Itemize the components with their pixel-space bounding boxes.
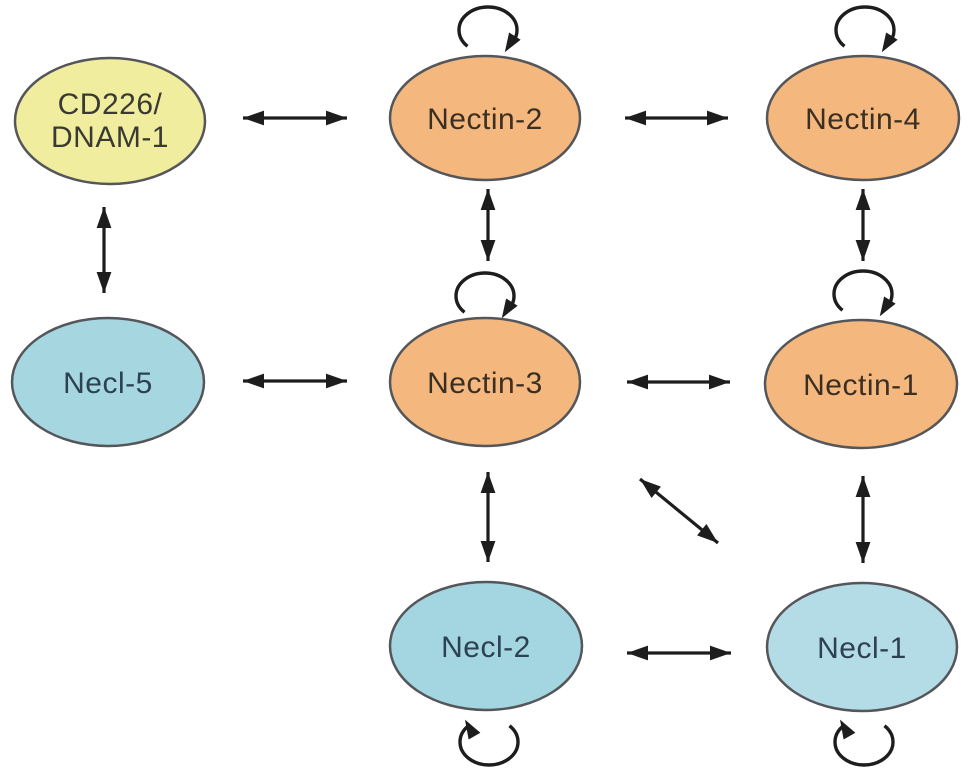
arrowhead-icon — [625, 110, 646, 126]
node-nectin-1: Nectin-1 — [763, 318, 959, 450]
node-label-necl-2: Necl-2 — [441, 631, 531, 664]
node-label-line: Nectin-4 — [805, 103, 921, 136]
arrowhead-icon — [326, 373, 347, 389]
node-label-nectin-1: Nectin-1 — [803, 369, 919, 402]
arrowhead-icon — [855, 189, 871, 210]
node-label-necl-1: Necl-1 — [817, 632, 907, 665]
arrow-nectin-3-necl-2 — [480, 472, 496, 562]
arrow-necl-2-necl-1 — [627, 645, 731, 661]
arrowhead-icon — [855, 240, 871, 261]
arrowhead-icon — [480, 472, 496, 493]
self-loop-arc — [457, 5, 519, 48]
self-loop-nectin-1 — [832, 269, 896, 317]
arrow-nectin-4-nectin-1 — [855, 189, 871, 261]
arrow-nectin-2-nectin-3 — [480, 189, 496, 261]
arrowhead-icon — [627, 645, 648, 661]
node-label-nectin-3: Nectin-3 — [427, 367, 543, 400]
arrowhead-icon — [709, 374, 730, 390]
node-label-line: Necl-5 — [63, 367, 153, 400]
node-ellipse-nectin-1 — [763, 318, 959, 450]
node-necl-5: Necl-5 — [10, 316, 206, 448]
node-ellipse-necl-1 — [765, 581, 959, 713]
node-ellipse-nectin-2 — [388, 54, 582, 182]
arrowhead-icon — [839, 719, 856, 740]
self-loop-arc — [834, 5, 896, 48]
node-label-line: Nectin-2 — [427, 103, 543, 136]
self-loop-nectin-4 — [834, 5, 898, 53]
arrow-nectin-1-necl-1 — [855, 476, 871, 563]
arrowhead-icon — [697, 523, 718, 543]
arrowhead-icon — [881, 32, 898, 53]
arrowhead-icon — [96, 207, 112, 228]
node-cd226-dnam1: CD226/DNAM-1 — [13, 56, 207, 186]
self-loop-nectin-3 — [454, 271, 518, 319]
node-nectin-3: Nectin-3 — [388, 316, 582, 448]
arrowhead-icon — [480, 189, 496, 210]
arrowhead-icon — [464, 719, 481, 740]
node-ellipse-cd226-dnam1 — [13, 56, 207, 186]
node-nectin-2: Nectin-2 — [388, 54, 582, 182]
arrowhead-icon — [501, 298, 518, 319]
node-ellipse-nectin-3 — [388, 316, 582, 448]
self-loop-necl-2 — [458, 719, 520, 767]
arrowhead-icon — [640, 479, 661, 499]
arrow-necl-5-nectin-3 — [243, 373, 347, 389]
node-label-line: Nectin-1 — [803, 369, 919, 402]
arrowhead-icon — [96, 272, 112, 293]
arrow-nectin-3-nectin-1 — [627, 374, 730, 390]
node-necl-2: Necl-2 — [388, 580, 584, 712]
self-loop-arc — [454, 271, 516, 314]
arrowhead-icon — [707, 110, 728, 126]
node-ellipse-necl-2 — [388, 580, 584, 712]
node-label-nectin-4: Nectin-4 — [805, 103, 921, 136]
arrowhead-icon — [480, 240, 496, 261]
arrow-nectin-3-necl-1 — [638, 477, 720, 545]
arrow-cd226-dnam1-nectin-2 — [243, 110, 347, 126]
node-ellipse-necl-5 — [10, 316, 206, 448]
arrowhead-icon — [710, 645, 731, 661]
arrowhead-icon — [326, 110, 347, 126]
self-loop-nectin-2 — [457, 5, 521, 53]
arrowhead-icon — [879, 296, 896, 317]
self-loop-arc — [833, 724, 895, 767]
node-label-line: Necl-1 — [817, 632, 907, 665]
arrowhead-icon — [855, 476, 871, 497]
self-loop-arc — [458, 724, 520, 767]
node-necl-1: Necl-1 — [765, 581, 959, 713]
arrow-nectin-2-nectin-4 — [625, 110, 728, 126]
node-nectin-4: Nectin-4 — [765, 54, 961, 182]
node-label-line: CD226/ — [58, 88, 163, 121]
arrowhead-icon — [627, 374, 648, 390]
self-loop-arc — [832, 269, 894, 312]
node-label-line: Nectin-3 — [427, 367, 543, 400]
arrowhead-icon — [480, 541, 496, 562]
node-label-nectin-2: Nectin-2 — [427, 103, 543, 136]
arrowhead-icon — [243, 373, 264, 389]
arrowhead-icon — [243, 110, 264, 126]
node-ellipse-nectin-4 — [765, 54, 961, 182]
node-label-cd226-dnam1: CD226/DNAM-1 — [51, 88, 169, 154]
node-label-line: Necl-2 — [441, 631, 531, 664]
self-loop-necl-1 — [833, 719, 895, 767]
arrowhead-icon — [855, 542, 871, 563]
node-label-line: DNAM-1 — [51, 121, 169, 154]
arrowhead-icon — [504, 32, 521, 53]
node-label-necl-5: Necl-5 — [63, 367, 153, 400]
arrow-cd226-dnam1-necl-5 — [96, 207, 112, 293]
